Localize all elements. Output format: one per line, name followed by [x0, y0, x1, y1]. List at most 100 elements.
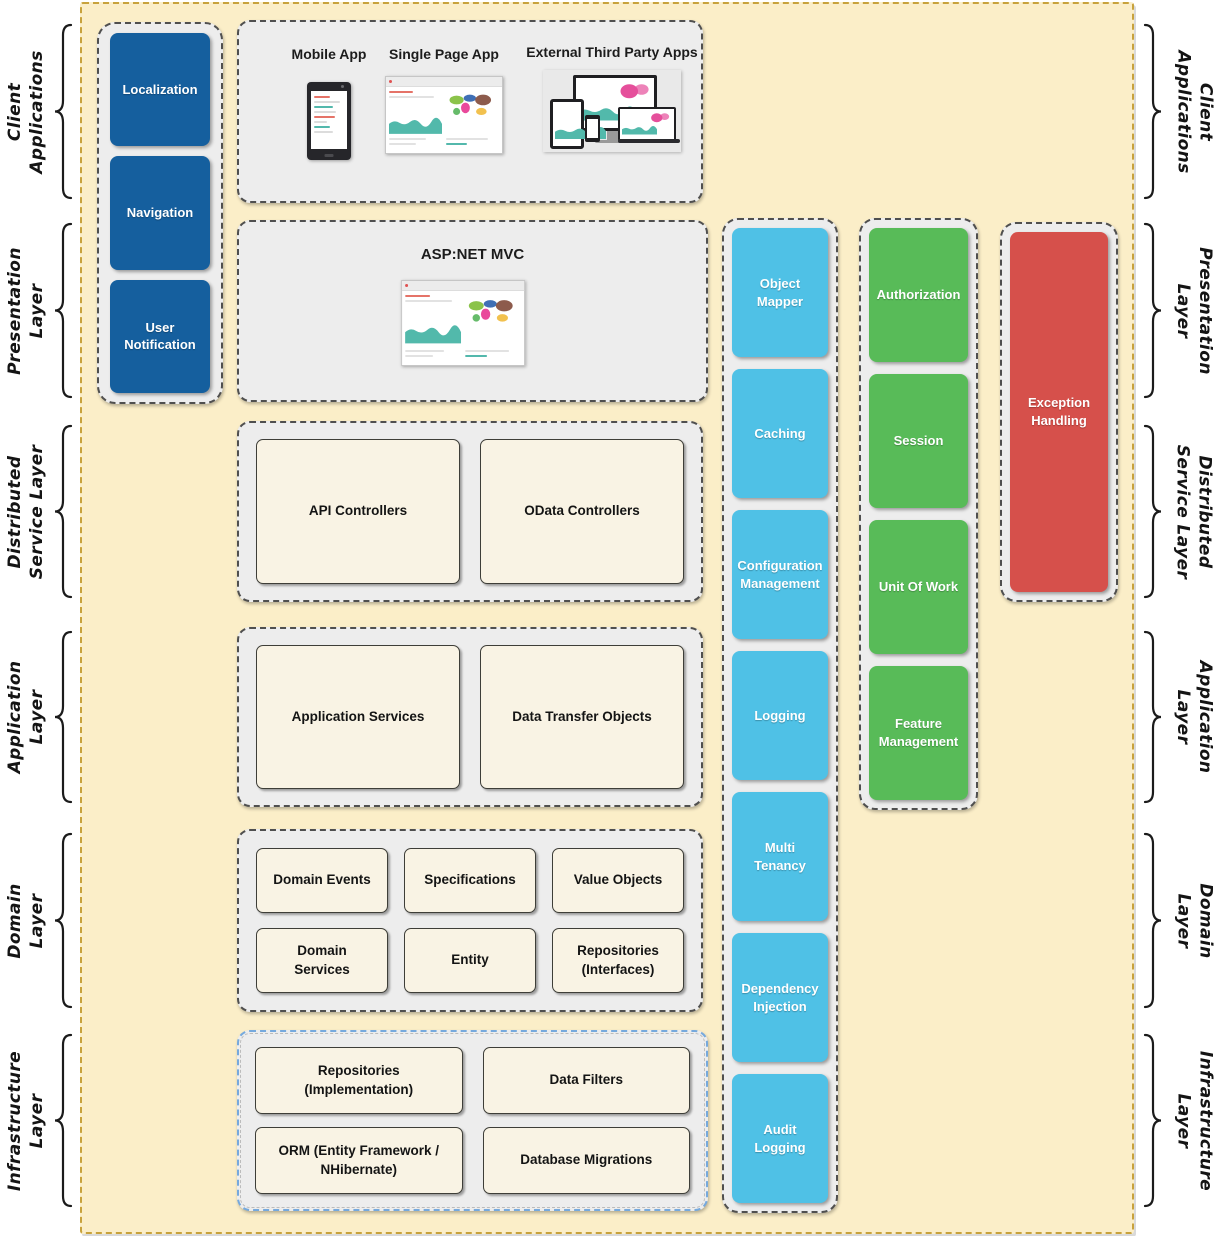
infrastructure-layer-panel: Repositories (Implementation) Data Filte…	[237, 1030, 708, 1211]
box-feature-management: Feature Management	[869, 666, 968, 800]
browser-dot-icon	[389, 80, 392, 83]
box-authorization: Authorization	[869, 228, 968, 362]
world-map-icon	[468, 300, 513, 322]
area-chart-icon	[389, 117, 442, 134]
box-domain-services: Domain Services	[256, 928, 388, 993]
box-data-transfer-objects: Data Transfer Objects	[480, 645, 684, 789]
phone-icon	[585, 115, 600, 142]
box-configuration-management: Configuration Management	[732, 510, 828, 639]
curly-brace-icon	[1143, 424, 1162, 599]
box-application-services: Application Services	[256, 645, 460, 789]
browser-titlebar	[386, 77, 502, 87]
external-apps-thumbnail	[543, 70, 681, 152]
asp-net-mvc-label: ASP:NET MVC	[420, 246, 525, 263]
client-app-mobile: Mobile App	[284, 46, 374, 160]
client-app-spa: Single Page App	[382, 46, 506, 154]
exception-handling-column: Exception Handling	[1000, 222, 1118, 602]
monitor-stand	[607, 131, 619, 140]
area-chart-icon	[404, 325, 461, 344]
box-specifications: Specifications	[404, 848, 536, 913]
browser-dot-icon	[404, 284, 408, 287]
curly-brace-icon	[1143, 1033, 1162, 1208]
single-page-app-label: Single Page App	[389, 46, 499, 62]
box-audit-logging: Audit Logging	[732, 1074, 828, 1203]
curly-brace-icon	[54, 630, 73, 804]
presentation-mvc-panel: ASP:NET MVC	[237, 220, 708, 402]
mobile-app-thumbnail	[307, 82, 351, 160]
monitor-base	[595, 140, 631, 143]
box-localization: Localization	[110, 33, 210, 147]
curly-brace-icon	[54, 832, 73, 1009]
curly-brace-icon	[1143, 222, 1162, 399]
curly-brace-icon	[54, 1033, 73, 1208]
box-object-mapper: Object Mapper	[732, 228, 828, 357]
box-api-controllers: API Controllers	[256, 439, 460, 584]
box-multi-tenancy: Multi Tenancy	[732, 792, 828, 921]
box-dependency-injection: Dependency Injection	[732, 933, 828, 1062]
box-repositories-interfaces: Repositories (Interfaces)	[552, 928, 684, 993]
box-unit-of-work: Unit Of Work	[869, 520, 968, 654]
curly-brace-icon	[54, 424, 73, 599]
browser-titlebar	[401, 281, 524, 291]
sidebar-services-panel: Localization Navigation User Notificatio…	[97, 22, 223, 404]
box-exception-handling: Exception Handling	[1010, 232, 1108, 592]
curly-brace-icon	[54, 23, 73, 200]
framework-services-column: Object Mapper Caching Configuration Mana…	[722, 218, 838, 1213]
laptop-base	[618, 139, 680, 143]
box-domain-events: Domain Events	[256, 848, 388, 913]
asp-net-mvc-thumbnail	[400, 280, 525, 366]
box-repositories-implementation: Repositories (Implementation)	[255, 1047, 463, 1114]
phone-screen	[311, 91, 347, 149]
box-caching: Caching	[732, 369, 828, 498]
box-data-filters: Data Filters	[482, 1047, 690, 1114]
box-user-notification: User Notification	[110, 279, 210, 393]
client-applications-panel: Mobile App Single Page App	[237, 20, 703, 203]
application-layer-panel: Application Services Data Transfer Objec…	[237, 627, 703, 807]
box-odata-controllers: OData Controllers	[480, 439, 684, 584]
external-apps-label: External Third Party Apps	[526, 44, 698, 60]
box-navigation: Navigation	[110, 156, 210, 270]
single-page-app-thumbnail	[385, 76, 503, 154]
domain-layer-panel: Domain Events Specifications Value Objec…	[237, 829, 703, 1012]
box-entity: Entity	[404, 928, 536, 993]
tablet-icon	[550, 99, 607, 149]
mobile-app-label: Mobile App	[291, 46, 367, 62]
world-map-icon	[449, 94, 492, 115]
phone-home-key-icon	[324, 154, 334, 157]
security-services-column: Authorization Session Unit Of Work Featu…	[859, 218, 978, 810]
box-orm: ORM (Entity Framework / NHibernate)	[255, 1127, 463, 1194]
client-app-external: External Third Party Apps	[526, 44, 698, 152]
box-database-migrations: Database Migrations	[482, 1127, 690, 1194]
box-logging: Logging	[732, 651, 828, 780]
box-value-objects: Value Objects	[552, 848, 684, 913]
curly-brace-icon	[1143, 23, 1162, 200]
laptop-icon	[618, 107, 676, 141]
curly-brace-icon	[54, 222, 73, 399]
distributed-service-panel: API Controllers OData Controllers	[237, 421, 703, 602]
curly-brace-icon	[1143, 630, 1162, 804]
box-session: Session	[869, 374, 968, 508]
